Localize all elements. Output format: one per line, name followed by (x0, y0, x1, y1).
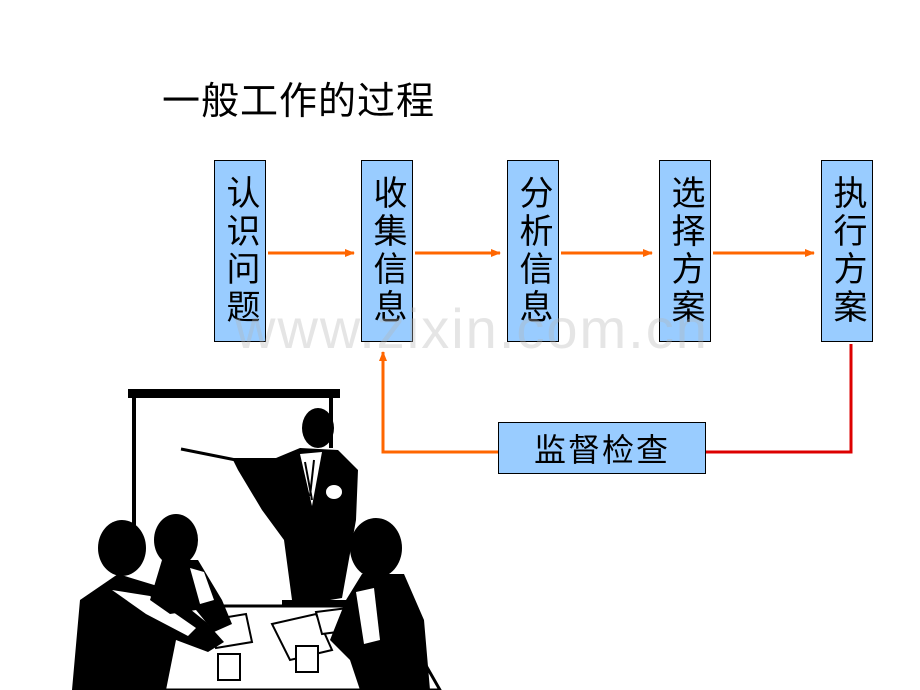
step-recognize-problem: 认识问题 (214, 160, 266, 342)
step-label: 分析信息 (513, 175, 553, 327)
attendee-left-middle (150, 514, 232, 632)
step-label: 收集信息 (367, 175, 407, 327)
pointer-stick (180, 447, 237, 462)
step-label: 执行方案 (827, 175, 867, 327)
step-collect-info: 收集信息 (361, 160, 413, 342)
step-execute-plan: 执行方案 (821, 160, 873, 342)
step-label: 认识问题 (220, 175, 260, 327)
watermark: www.zixin.com.cn (235, 297, 709, 360)
mug-1 (217, 653, 241, 681)
presenter-figure (232, 408, 360, 612)
feedback-line-left (379, 351, 498, 454)
page-title: 一般工作的过程 (162, 79, 436, 123)
feedback-line-right (706, 344, 853, 454)
step-choose-plan: 选择方案 (659, 160, 711, 342)
step-label: 选择方案 (665, 175, 705, 327)
mug-2 (295, 645, 319, 673)
feedback-monitor-box: 监督检查 (498, 422, 706, 474)
screen-top-bar (128, 389, 340, 398)
step-analyze-info: 分析信息 (507, 160, 559, 342)
feedback-label: 监督检查 (533, 431, 670, 469)
attendee-left-back (72, 520, 224, 690)
screen-left-edge (132, 398, 136, 568)
attendee-right (330, 518, 430, 690)
